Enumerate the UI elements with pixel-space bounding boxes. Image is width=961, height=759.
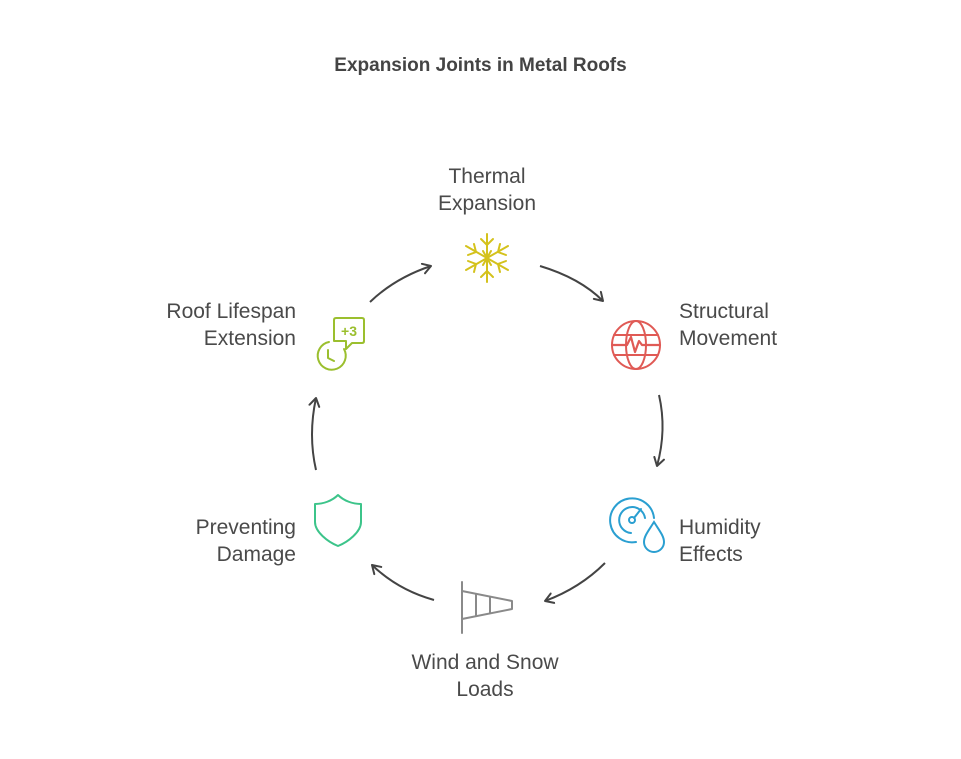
shield-icon [314, 494, 362, 547]
label-structural-movement: Structural Movement [679, 300, 778, 350]
humidity-gauge-icon [609, 497, 666, 553]
label-roof-lifespan-extension: Roof Lifespan Extension [166, 300, 296, 350]
label-preventing-damage: Preventing Damage [195, 516, 296, 566]
label-humidity-effects: Humidity Effects [679, 516, 761, 566]
snowflake-icon [465, 233, 509, 283]
arrow-preventing-to-lifespan [308, 397, 321, 471]
label-thermal-expansion: Thermal Expansion [437, 165, 537, 215]
badge-plus-three: +3 [341, 323, 357, 339]
arrow-structural-to-humidity [653, 394, 665, 467]
arrow-thermal-to-structural [539, 265, 604, 302]
clock-plus-three-icon [316, 317, 365, 371]
arrow-lifespan-to-thermal [369, 262, 432, 303]
label-wind-and-snow-loads: Wind and Snow Loads [411, 651, 559, 701]
arrow-humidity-to-wind [544, 562, 606, 604]
diagram-title: Expansion Joints in Metal Roofs [334, 55, 627, 76]
globe-pulse-icon [610, 320, 662, 370]
windsock-icon [461, 581, 513, 634]
arrow-wind-to-preventing [371, 564, 435, 601]
